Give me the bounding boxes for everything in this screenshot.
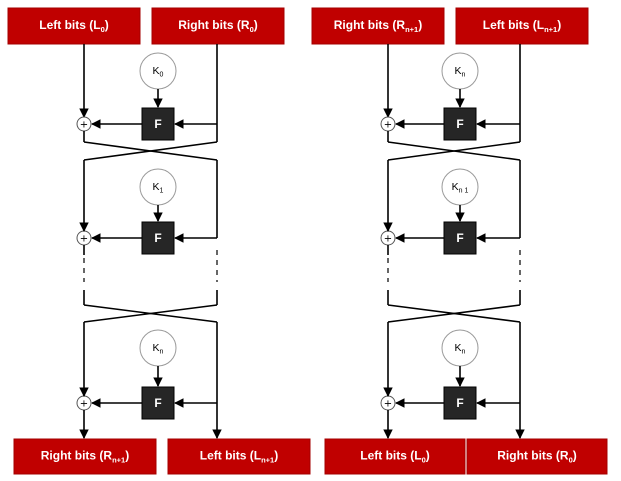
input-right-box xyxy=(455,7,589,45)
f-function-box xyxy=(141,107,175,141)
output-right-label-subscript: n+1 xyxy=(261,456,274,465)
round-key-0-subscript: 0 xyxy=(160,72,164,79)
input-left-label-close: ) xyxy=(418,18,422,32)
input-right-box xyxy=(151,7,285,45)
input-right-label-subscript: 0 xyxy=(250,25,254,34)
round-key-0-base: K xyxy=(153,65,160,77)
encryption-network: Left bits (L0)Right bits (R0)Right bits … xyxy=(7,7,311,475)
decryption-network: Right bits (Rn+1)Left bits (Ln+1)Left bi… xyxy=(311,7,608,475)
input-left-label-text: Right bits (R xyxy=(334,18,406,32)
f-function-label: F xyxy=(456,231,463,245)
round-key-0-subscript: n xyxy=(462,72,466,79)
round-key-0-base: K xyxy=(455,65,462,77)
cross-wire xyxy=(387,141,521,161)
round-key-1-base: K xyxy=(452,181,459,193)
input-left-label-subscript: n+1 xyxy=(405,25,418,34)
input-left-label-text: Left bits (L xyxy=(39,18,100,32)
output-right-box xyxy=(167,438,311,475)
xor-symbol: + xyxy=(384,234,392,245)
xor-symbol: + xyxy=(80,399,88,410)
xor-symbol: + xyxy=(80,234,88,245)
input-left-label-close: ) xyxy=(105,18,109,32)
input-left-box xyxy=(7,7,141,45)
cross-wire xyxy=(83,141,218,161)
f-function-box xyxy=(141,221,175,255)
input-right-label-text: Left bits (L xyxy=(483,18,544,32)
round-key-2-label: Kn xyxy=(455,342,466,356)
xor-symbol: + xyxy=(80,120,88,131)
f-function-label: F xyxy=(456,117,463,131)
input-left-box xyxy=(311,7,445,45)
output-left-label-text: Right bits (R xyxy=(41,449,113,463)
output-right-label-close: ) xyxy=(573,449,577,463)
output-right-label-text: Left bits (L xyxy=(200,449,261,463)
output-left-box xyxy=(13,438,157,475)
cross-wire xyxy=(387,304,521,323)
output-right-label: Right bits (R0) xyxy=(497,449,577,465)
round-key-0-label: Kn xyxy=(455,65,466,79)
round-key-1-label: Kn 1 xyxy=(452,181,469,195)
input-right-label-close: ) xyxy=(254,18,258,32)
round-key-2-base: K xyxy=(455,342,462,354)
xor-symbol: + xyxy=(384,399,392,410)
f-function-label: F xyxy=(154,231,161,245)
input-left-label: Left bits (L0) xyxy=(39,18,109,34)
output-right-label-close: ) xyxy=(274,449,278,463)
round-key-1-subscript: 1 xyxy=(160,188,164,195)
output-left-label-close: ) xyxy=(426,449,430,463)
output-right-label-text: Right bits (R xyxy=(497,449,569,463)
f-function-box xyxy=(443,107,477,141)
output-right-label: Left bits (Ln+1) xyxy=(200,449,278,465)
f-function-box xyxy=(141,386,175,420)
output-left-label: Right bits (Rn+1) xyxy=(41,449,129,465)
output-left-box xyxy=(324,438,466,475)
output-right-label-subscript: 0 xyxy=(569,456,573,465)
output-left-label-close: ) xyxy=(125,449,129,463)
round-key-2-base: K xyxy=(153,342,160,354)
output-left-label: Left bits (L0) xyxy=(360,449,430,465)
round-key-2-label: Kn xyxy=(153,342,164,356)
output-left-label-text: Left bits (L xyxy=(360,449,421,463)
round-key-1-label: K1 xyxy=(153,181,164,195)
round-key-2-subscript: n xyxy=(160,349,164,356)
input-right-label-text: Right bits (R xyxy=(178,18,250,32)
input-left-label-subscript: 0 xyxy=(101,25,105,34)
input-right-label: Left bits (Ln+1) xyxy=(483,18,561,34)
f-function-label: F xyxy=(456,396,463,410)
round-key-0-label: K0 xyxy=(153,65,164,79)
xor-symbol: + xyxy=(384,120,392,131)
input-right-label: Right bits (R0) xyxy=(178,18,258,34)
input-left-label: Right bits (Rn+1) xyxy=(334,18,422,34)
f-function-label: F xyxy=(154,117,161,131)
cross-wire xyxy=(83,304,218,323)
round-key-2-subscript: n xyxy=(462,349,466,356)
output-left-label-subscript: n+1 xyxy=(112,456,125,465)
round-key-1-subscript: n 1 xyxy=(459,188,469,195)
output-right-box xyxy=(466,438,608,475)
f-function-label: F xyxy=(154,396,161,410)
output-left-label-subscript: 0 xyxy=(422,456,426,465)
input-right-label-close: ) xyxy=(557,18,561,32)
round-key-1-base: K xyxy=(153,181,160,193)
input-right-label-subscript: n+1 xyxy=(544,25,557,34)
